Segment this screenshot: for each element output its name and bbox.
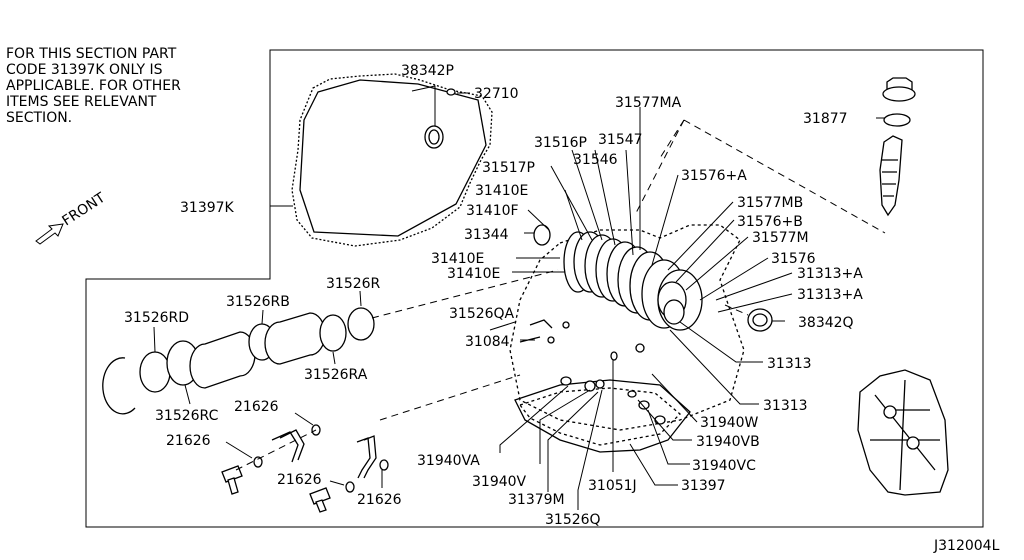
callout-31877: 31877	[803, 111, 848, 127]
callout-31526rb: 31526RB	[226, 294, 290, 310]
assembly-guide-line	[379, 374, 521, 421]
callout-31051j: 31051J	[588, 478, 637, 494]
section-frame	[85, 49, 984, 528]
servo-piston-stack	[102, 307, 375, 415]
callout-31313: 31313	[767, 356, 812, 372]
seal-ring-38342p-inner	[428, 129, 440, 145]
seal-ring-38342q-inner	[752, 313, 768, 327]
oil-pan-gasket-inner	[518, 387, 681, 446]
callout-31410e: 31410E	[447, 266, 500, 282]
callout-31410e: 31410E	[431, 251, 484, 267]
callout-31516p: 31516P	[534, 135, 587, 151]
callout-31526rd: 31526RD	[124, 310, 189, 326]
callout-31397k: 31397K	[180, 200, 235, 216]
front-arrow-icon	[35, 223, 64, 245]
callout-31410e: 31410E	[475, 183, 528, 199]
callout-31313-a: 31313+A	[797, 287, 863, 303]
callout-31379m: 31379M	[508, 492, 565, 508]
note-line: FOR THIS SECTION PART	[6, 46, 177, 62]
small-fittings	[519, 319, 666, 425]
callout-38342q: 38342Q	[798, 315, 854, 331]
note-line: ITEMS SEE RELEVANT	[6, 94, 157, 110]
diagram-code: J312004L	[933, 538, 1000, 554]
plug-32710	[446, 88, 456, 96]
callout-31526qa: 31526QA	[449, 306, 515, 322]
applicability-note: FOR THIS SECTION PART CODE 31397K ONLY I…	[6, 46, 181, 126]
exploded-view-guide	[659, 119, 685, 159]
callout-31547: 31547	[598, 132, 643, 148]
clutch-pack	[563, 231, 703, 331]
exploded-view-guide	[635, 119, 886, 234]
callout-31577mb: 31577MB	[737, 195, 803, 211]
callout-31940va: 31940VA	[417, 453, 480, 469]
assembly-guide-line	[371, 269, 559, 319]
case-gasket-inner	[299, 79, 487, 237]
callout-32710: 32710	[474, 86, 519, 102]
callout-21626: 21626	[166, 433, 211, 449]
side-cover-ribs	[870, 379, 940, 491]
side-cover-boss	[883, 405, 897, 419]
assembly-guide-line	[235, 429, 317, 471]
callout-labels: 38342P 32710 31577MA 31877 31516P 31547 …	[124, 63, 863, 528]
callout-31517p: 31517P	[482, 160, 535, 176]
callout-31084: 31084	[465, 334, 510, 350]
callout-31410f: 31410F	[466, 203, 519, 219]
callout-31940w: 31940W	[700, 415, 759, 431]
callout-31344: 31344	[464, 227, 509, 243]
callout-21626: 21626	[357, 492, 402, 508]
callout-31546: 31546	[573, 152, 618, 168]
case-gasket-part	[291, 73, 493, 247]
callout-31940v: 31940V	[472, 474, 527, 490]
callout-31526r: 31526R	[326, 276, 381, 292]
callout-31526q: 31526Q	[545, 512, 601, 528]
assembly-guide-line	[724, 304, 749, 316]
callout-31577ma: 31577MA	[615, 95, 682, 111]
callout-31940vb: 31940VB	[696, 434, 760, 450]
callout-31313: 31313	[763, 398, 808, 414]
callout-31526rc: 31526RC	[155, 408, 219, 424]
callout-31940vc: 31940VC	[692, 458, 756, 474]
note-line: APPLICABLE. FOR OTHER	[6, 78, 181, 94]
leader-lines	[153, 85, 884, 510]
callout-31397: 31397	[681, 478, 726, 494]
valve-assembly-31877	[879, 77, 916, 217]
oil-pan-gasket	[514, 379, 691, 453]
callout-21626: 21626	[277, 472, 322, 488]
note-line: SECTION.	[6, 110, 72, 126]
front-direction-indicator: FRONT	[35, 190, 109, 245]
callout-31313-a: 31313+A	[797, 266, 863, 282]
callout-21626: 21626	[234, 399, 279, 415]
callout-31577m: 31577M	[752, 230, 809, 246]
callout-31526ra: 31526RA	[304, 367, 368, 383]
snap-ring-31344	[533, 224, 551, 246]
callout-31576-a: 31576+A	[681, 168, 747, 184]
note-line: CODE 31397K ONLY IS	[6, 62, 163, 78]
callout-31576-b: 31576+B	[737, 214, 803, 230]
callout-31576: 31576	[771, 251, 816, 267]
side-cover-boss	[906, 436, 920, 450]
callout-38342p: 38342P	[401, 63, 454, 79]
front-label: FRONT	[59, 190, 108, 230]
